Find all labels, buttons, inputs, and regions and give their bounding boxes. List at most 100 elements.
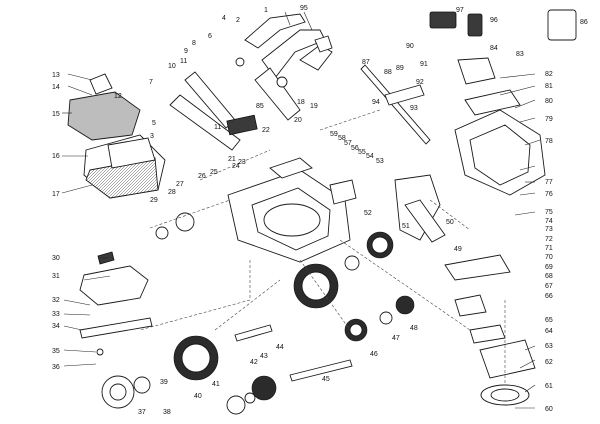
callout-54: 54 xyxy=(366,153,374,160)
callout-77: 77 xyxy=(545,179,553,186)
wheels xyxy=(101,212,415,415)
callout-28: 28 xyxy=(168,189,176,196)
callout-80: 80 xyxy=(545,98,553,105)
callout-33: 33 xyxy=(52,311,60,318)
callout-23: 23 xyxy=(238,159,246,166)
blade-assembly xyxy=(79,251,153,356)
callout-52: 52 xyxy=(364,210,372,217)
callout-1: 1 xyxy=(264,7,268,14)
callout-68: 68 xyxy=(545,273,553,280)
callout-65: 65 xyxy=(545,317,553,324)
callout-72: 72 xyxy=(545,236,553,243)
handle-assembly xyxy=(169,13,333,151)
callout-91: 91 xyxy=(420,61,428,68)
callout-51: 51 xyxy=(402,223,410,230)
callout-57: 57 xyxy=(344,140,352,147)
rear-flap-assembly xyxy=(329,174,446,243)
callout-61: 61 xyxy=(545,383,553,390)
assembly-guide-lines xyxy=(139,109,506,385)
callout-35: 35 xyxy=(52,348,60,355)
callout-76: 76 xyxy=(545,191,553,198)
callout-87: 87 xyxy=(362,59,370,66)
callout-31: 31 xyxy=(52,273,60,280)
callout-75: 75 xyxy=(545,209,553,216)
callout-81: 81 xyxy=(545,83,553,90)
callout-85: 85 xyxy=(256,103,264,110)
callout-60: 60 xyxy=(545,406,553,413)
callout-20: 20 xyxy=(294,117,302,124)
callout-69: 69 xyxy=(545,264,553,271)
callout-45: 45 xyxy=(322,376,330,383)
callout-70: 70 xyxy=(545,254,553,261)
callout-59: 59 xyxy=(330,131,338,138)
callout-62: 62 xyxy=(545,359,553,366)
callout-8: 8 xyxy=(192,40,196,47)
callout-39: 39 xyxy=(160,379,168,386)
axles xyxy=(234,64,431,382)
callout-36: 36 xyxy=(52,364,60,371)
callout-16: 16 xyxy=(52,153,60,160)
callout-34: 34 xyxy=(52,323,60,330)
callout-48: 48 xyxy=(410,325,418,332)
callout-83: 83 xyxy=(516,51,524,58)
callout-97: 97 xyxy=(456,7,464,14)
callout-92: 92 xyxy=(416,79,424,86)
callout-82: 82 xyxy=(545,71,553,78)
callout-93: 93 xyxy=(410,105,418,112)
callout-15: 15 xyxy=(52,111,60,118)
callout-66: 66 xyxy=(545,293,553,300)
callout-18: 18 xyxy=(297,99,305,106)
callout-29: 29 xyxy=(150,197,158,204)
callout-25: 25 xyxy=(210,169,218,176)
mower-deck xyxy=(227,157,351,263)
callout-6: 6 xyxy=(208,33,212,40)
callout-27: 27 xyxy=(176,181,184,188)
motor-cover xyxy=(429,9,577,196)
callout-38: 38 xyxy=(163,409,171,416)
callout-11b: 11 xyxy=(214,124,221,131)
callout-4: 4 xyxy=(222,15,226,22)
callout-21: 21 xyxy=(228,156,236,163)
callout-67: 67 xyxy=(545,283,553,290)
callout-32: 32 xyxy=(52,297,60,304)
callout-10: 10 xyxy=(168,63,176,70)
callout-89: 89 xyxy=(396,65,404,72)
callout-90: 90 xyxy=(406,43,414,50)
callout-40: 40 xyxy=(194,393,202,400)
callout-71: 71 xyxy=(545,245,553,252)
grass-box xyxy=(67,73,166,199)
callout-30: 30 xyxy=(52,255,60,262)
callout-3: 3 xyxy=(150,133,154,140)
callout-49: 49 xyxy=(454,246,462,253)
callout-17: 17 xyxy=(52,191,60,198)
callout-56: 56 xyxy=(351,145,359,152)
callout-14: 14 xyxy=(52,84,60,91)
callout-95: 95 xyxy=(300,5,308,12)
callout-74: 74 xyxy=(545,218,553,225)
callout-88: 88 xyxy=(384,69,392,76)
callout-96: 96 xyxy=(490,17,498,24)
callout-64: 64 xyxy=(545,328,553,335)
callout-5: 5 xyxy=(152,120,156,127)
callout-94: 94 xyxy=(372,99,380,106)
callout-12: 12 xyxy=(114,93,122,100)
callout-58: 58 xyxy=(338,135,346,142)
callout-44: 44 xyxy=(276,344,284,351)
callout-46: 46 xyxy=(370,351,378,358)
callout-55: 55 xyxy=(358,149,366,156)
motor-assembly xyxy=(444,254,536,406)
callout-86: 86 xyxy=(580,19,588,26)
callout-22: 22 xyxy=(262,127,270,134)
callout-41: 41 xyxy=(212,381,220,388)
callout-78: 78 xyxy=(545,138,553,145)
callout-42: 42 xyxy=(250,359,258,366)
callout-2: 2 xyxy=(236,17,240,24)
callout-26: 26 xyxy=(198,173,206,180)
callout-84: 84 xyxy=(490,45,498,52)
callout-19: 19 xyxy=(310,103,318,110)
callout-63: 63 xyxy=(545,343,553,350)
callout-labels: 1 2 3 4 5 6 7 8 9 10 11 11 12 13 14 15 1… xyxy=(52,5,588,416)
callout-7: 7 xyxy=(149,79,153,86)
callout-50: 50 xyxy=(446,219,454,226)
